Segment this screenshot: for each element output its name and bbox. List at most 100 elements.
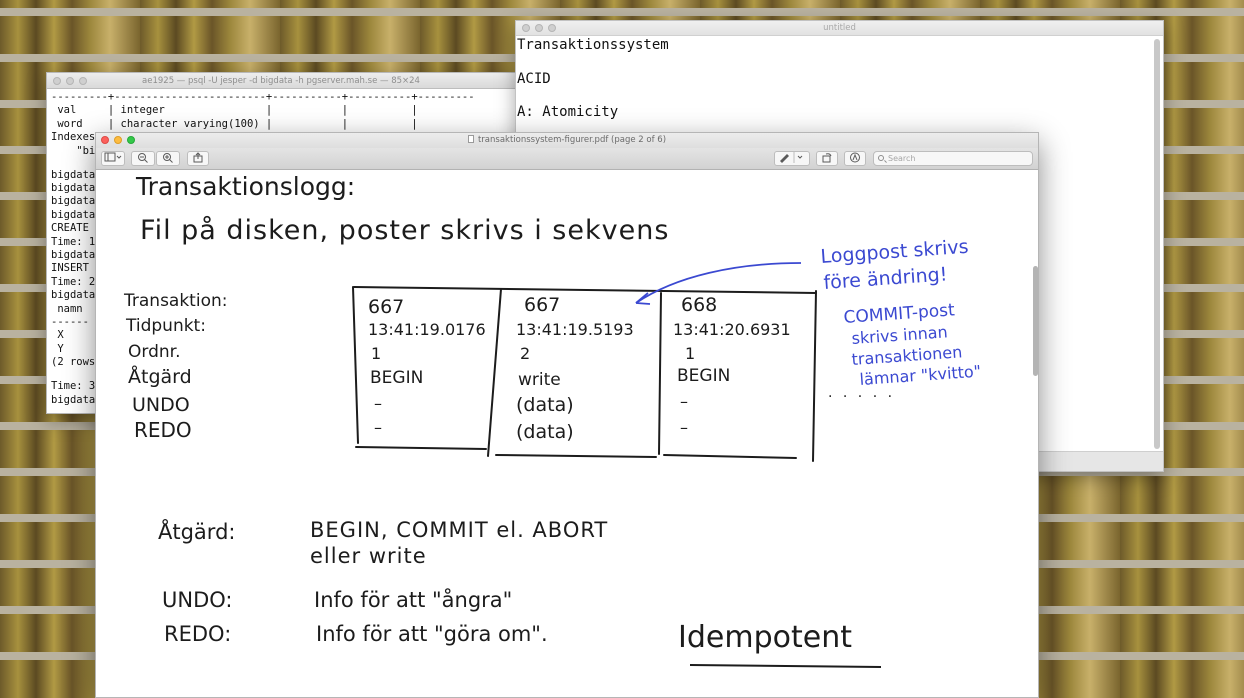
definition-redo-term: REDO:	[164, 622, 231, 646]
terminal-line: bigdata	[51, 208, 96, 221]
terminal-line: bigdata	[51, 181, 96, 194]
preview-minimize-button[interactable]	[114, 136, 122, 144]
page-subheading: Fil på disken, poster skrivs i sekvens	[140, 215, 669, 246]
terminal-close-button[interactable]	[53, 77, 61, 85]
zoom-in-icon	[163, 153, 173, 163]
editor-close-button[interactable]	[522, 24, 530, 32]
search-icon	[878, 155, 884, 161]
record-2-tidpunkt: 13:41:19.5193	[516, 320, 634, 339]
markup-pen-button[interactable]	[774, 151, 810, 166]
continuation-dots: . . . . .	[828, 385, 895, 401]
page-heading: Transaktionslogg:	[135, 172, 355, 201]
editor-scrollbar[interactable]	[1154, 39, 1160, 449]
row-label-atgard: Åtgärd	[128, 365, 192, 388]
record-1-undo: –	[374, 394, 382, 413]
preview-titlebar[interactable]: transaktionssystem-figurer.pdf (page 2 o…	[96, 133, 1038, 148]
terminal-minimize-button[interactable]	[66, 77, 74, 85]
search-placeholder: Search	[888, 154, 916, 163]
definition-atgard-term: Åtgärd:	[158, 518, 235, 544]
rotate-button[interactable]	[816, 151, 838, 166]
pdf-page[interactable]: Transaktionslogg: Fil på disken, poster …	[96, 171, 1038, 697]
terminal-line: Time: 1	[51, 235, 96, 248]
search-field[interactable]: Search	[873, 151, 1033, 166]
pen-icon	[780, 152, 803, 163]
zoom-out-button[interactable]	[131, 151, 155, 166]
terminal-line: namn	[51, 302, 83, 315]
record-2-atgard: write	[518, 370, 561, 390]
terminal-line: Time: 3	[51, 380, 96, 393]
annotation-arrowhead	[635, 292, 651, 305]
share-button[interactable]	[187, 151, 209, 166]
preview-zoom-button[interactable]	[127, 136, 135, 144]
editor-titlebar[interactable]: untitled	[516, 21, 1163, 36]
sidebar-icon	[104, 152, 122, 162]
terminal-line: val | integer | | |	[51, 104, 418, 117]
document-icon	[467, 135, 474, 143]
idempotent-word: Idempotent	[678, 620, 852, 655]
preview-toolbar: Search	[96, 148, 1038, 170]
terminal-zoom-button[interactable]	[79, 77, 87, 85]
definition-atgard-text-1: BEGIN, COMMIT el. ABORT	[310, 518, 608, 542]
preview-title: transaktionssystem-figurer.pdf (page 2 o…	[477, 135, 667, 145]
zoom-out-icon	[138, 153, 148, 163]
markup-icon	[850, 152, 860, 163]
editor-title: untitled	[823, 23, 856, 33]
definition-atgard-text-2: eller write	[310, 544, 427, 568]
zoom-in-button[interactable]	[156, 151, 180, 166]
preview-window-controls	[101, 136, 135, 144]
terminal-line: bigdata	[51, 195, 96, 208]
row-label-undo: UNDO	[132, 394, 190, 416]
record-2-transaktion: 667	[524, 294, 560, 316]
terminal-line: INSERT	[51, 262, 89, 275]
log-box-bottom-2	[495, 454, 657, 458]
row-label-ordnr: Ordnr.	[128, 342, 180, 362]
editor-window-controls	[522, 24, 556, 32]
terminal-line: bigdata	[51, 168, 96, 181]
pdf-preview-window[interactable]: transaktionssystem-figurer.pdf (page 2 o…	[95, 132, 1039, 698]
record-1-redo: –	[374, 418, 382, 437]
record-3-redo: –	[680, 418, 688, 437]
terminal-line: ---------+------------------------+-----…	[51, 91, 475, 103]
editor-line: A: Atomicity	[517, 104, 619, 121]
editor-zoom-button[interactable]	[548, 24, 556, 32]
editor-minimize-button[interactable]	[535, 24, 543, 32]
terminal-line: bigdata	[51, 393, 96, 406]
terminal-line: Y	[51, 342, 64, 355]
terminal-line: bigdata	[51, 248, 96, 261]
terminal-line: ------	[51, 316, 89, 328]
log-box-bottom-1	[355, 446, 487, 450]
record-2-redo: (data)	[516, 421, 574, 443]
terminal-line: Indexes:	[51, 131, 102, 144]
editor-line: ACID	[517, 70, 551, 87]
log-record-boxes	[352, 286, 817, 462]
record-2-undo: (data)	[516, 394, 574, 416]
terminal-line: bigdata	[51, 289, 96, 302]
markup-toolbar-button[interactable]	[844, 151, 866, 166]
preview-scrollbar[interactable]	[1033, 266, 1038, 376]
record-3-undo: –	[680, 392, 688, 411]
record-3-tidpunkt: 13:41:20.6931	[673, 320, 791, 339]
annotation-arrow	[635, 262, 802, 304]
rotate-icon	[822, 153, 832, 163]
log-box-left-edge	[352, 286, 359, 444]
terminal-titlebar[interactable]: ae1925 — psql -U jesper -d bigdata -h pg…	[47, 73, 515, 89]
blue-note-1-line-1: Loggpost skrivs	[820, 236, 969, 268]
terminal-output[interactable]: ---------+------------------------+-----…	[47, 89, 515, 409]
blue-note-1-line-2: före ändring!	[823, 263, 948, 294]
log-record-3: 668 13:41:20.6931 1 BEGIN – –	[673, 294, 791, 437]
row-label-transaktion: Transaktion:	[123, 291, 227, 311]
blue-note-loggpost: Loggpost skrivs före ändring!	[820, 236, 969, 294]
definitions: Åtgärd: BEGIN, COMMIT el. ABORT eller wr…	[158, 518, 882, 668]
sidebar-toggle-button[interactable]	[101, 151, 125, 166]
preview-close-button[interactable]	[101, 136, 109, 144]
terminal-line: X	[51, 329, 64, 342]
log-box-divider-2	[658, 292, 662, 455]
log-record-2: 667 13:41:19.5193 2 write (data) (data)	[516, 294, 634, 443]
record-1-ordnr: 1	[371, 344, 381, 363]
terminal-line: word | character varying(100) | | |	[51, 117, 418, 130]
record-3-atgard: BEGIN	[677, 366, 730, 386]
terminal-line: Time: 2	[51, 275, 96, 288]
record-1-transaktion: 667	[368, 296, 404, 318]
share-icon	[193, 152, 203, 163]
